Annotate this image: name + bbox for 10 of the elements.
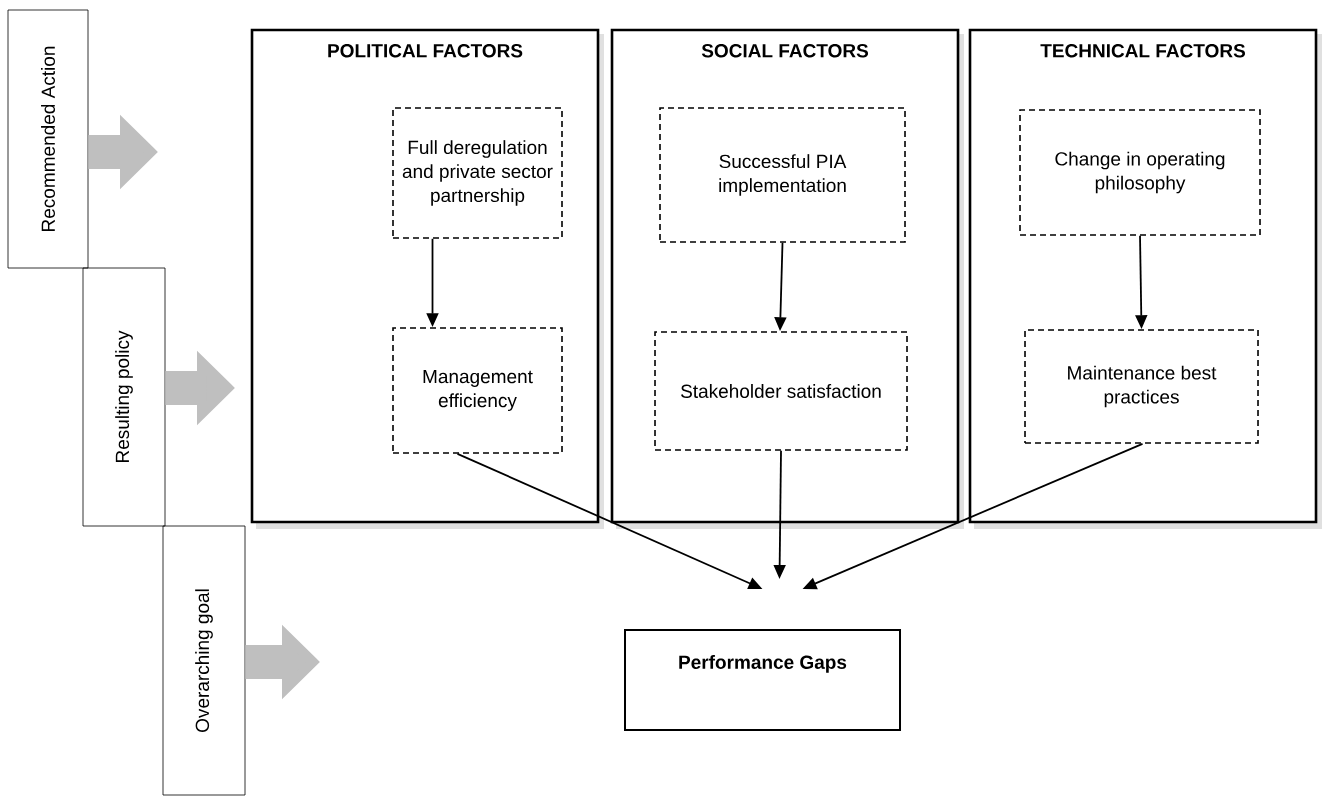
side-label-box: Recommended Action [7,9,89,269]
dashed-box: Management efficiency [392,327,563,454]
dashed-box: Stakeholder satisfaction [654,331,908,451]
dashed-box: Maintenance best practices [1024,329,1259,444]
dashed-box: Change in operating philosophy [1019,109,1261,236]
side-label-box: Overarching goal [162,525,246,796]
dashed-box: Successful PIA implementation [659,107,906,243]
side-label-box: Resulting policy [82,267,166,527]
dashed-box: Full deregulation and private sector partnership [392,107,563,239]
result-box: Performance Gaps [624,629,901,731]
